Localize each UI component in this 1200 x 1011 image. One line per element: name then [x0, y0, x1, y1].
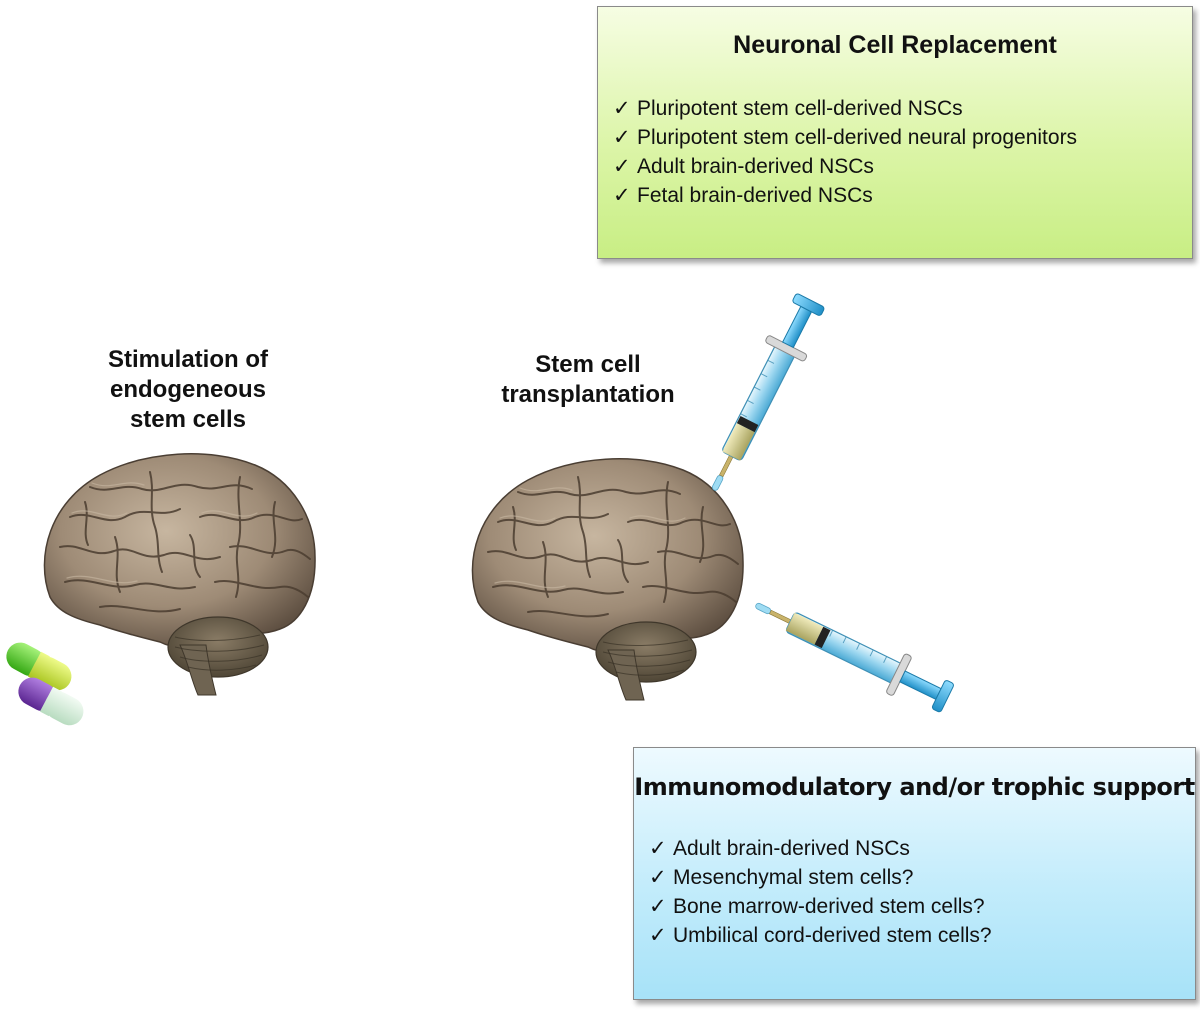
list-item-label: Pluripotent stem cell-derived NSCs	[637, 97, 963, 120]
stimulation-heading-line: stem cells	[129, 406, 247, 433]
transplantation-heading-line: Stem cell	[535, 351, 641, 378]
list-item-label: Bone marrow-derived stem cells?	[673, 895, 985, 918]
list-item: ✓ Adult brain-derived NSCs	[613, 152, 1077, 181]
list-item: ✓ Adult brain-derived NSCs	[649, 834, 992, 863]
check-icon: ✓	[613, 126, 631, 149]
list-item-label: Adult brain-derived NSCs	[637, 155, 874, 178]
list-item: ✓ Pluripotent stem cell-derived NSCs	[613, 94, 1077, 123]
immunomodulatory-box: Immunomodulatory and/or trophic support …	[633, 747, 1196, 1000]
check-icon: ✓	[613, 155, 631, 178]
list-item-label: Fetal brain-derived NSCs	[637, 184, 873, 207]
immuno-checklist: ✓ Adult brain-derived NSCs ✓ Mesenchymal s…	[649, 834, 992, 950]
check-icon: ✓	[649, 837, 667, 860]
syringes	[693, 289, 958, 719]
syringe-icon	[745, 584, 958, 719]
list-item: ✓ Umbilical cord-derived stem cells?	[649, 921, 992, 950]
list-item-label: Umbilical cord-derived stem cells?	[673, 924, 992, 947]
syringe-icon	[693, 289, 831, 501]
list-item-label: Pluripotent stem cell-derived neural pro…	[637, 126, 1078, 149]
pills	[6, 642, 84, 726]
neuronal-cell-replacement-box: Neuronal Cell Replacement ✓ Pluripotent s…	[597, 6, 1193, 259]
neuronal-checklist: ✓ Pluripotent stem cell-derived NSCs ✓ Plu…	[613, 94, 1077, 210]
stimulation-heading: Stimulation of endogeneous stem cells	[78, 345, 298, 435]
transplantation-heading: Stem cell transplantation	[468, 350, 708, 410]
transplantation-heading-line: transplantation	[501, 381, 675, 408]
list-item: ✓ Fetal brain-derived NSCs	[613, 181, 1077, 210]
check-icon: ✓	[649, 924, 667, 947]
neuronal-box-title: Neuronal Cell Replacement	[733, 31, 1057, 59]
check-icon: ✓	[649, 866, 667, 889]
stimulation-heading-line: Stimulation of	[108, 346, 268, 373]
list-item: ✓ Bone marrow-derived stem cells?	[649, 892, 992, 921]
stimulation-heading-line: endogeneous	[109, 376, 266, 403]
immuno-box-title: Immunomodulatory and/or trophic support	[634, 773, 1195, 801]
pill-capsule-icon	[6, 642, 72, 691]
pill-capsule-icon	[18, 677, 84, 726]
check-icon: ✓	[613, 184, 631, 207]
list-item-label: Mesenchymal stem cells?	[673, 866, 914, 889]
check-icon: ✓	[613, 97, 631, 120]
list-item: ✓ Pluripotent stem cell-derived neural pr…	[613, 123, 1077, 152]
check-icon: ✓	[649, 895, 667, 918]
list-item-label: Adult brain-derived NSCs	[673, 837, 910, 860]
list-item: ✓ Mesenchymal stem cells?	[649, 863, 992, 892]
